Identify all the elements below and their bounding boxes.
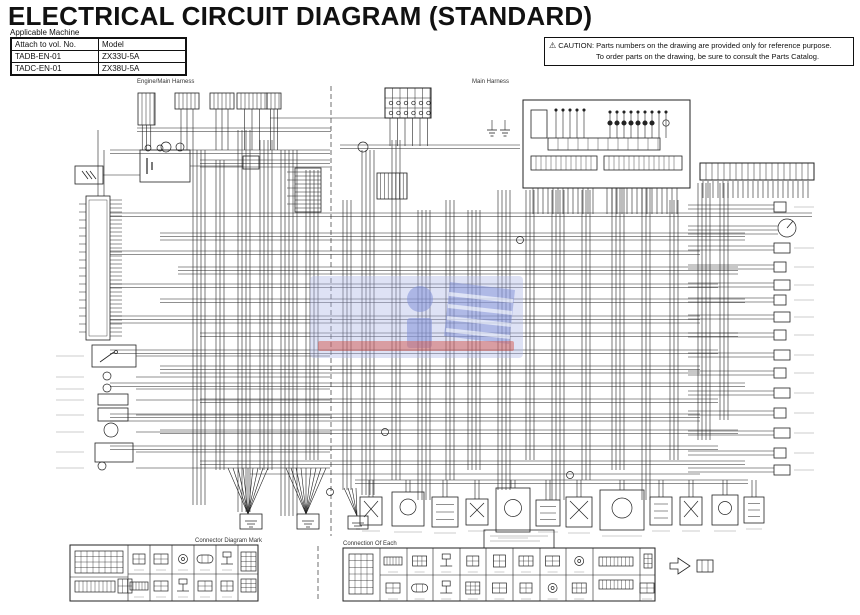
legend-header-left: Connector Diagram Mark <box>195 538 263 544</box>
caution-line-2: To order parts on the drawing, be sure t… <box>596 51 820 61</box>
table-cell: TADC-EN-01 <box>10 62 99 76</box>
table-cell: ZX33U-5A <box>98 50 187 63</box>
legend-header-right: Connection Of Each <box>343 541 397 547</box>
wire-mesh <box>97 109 812 517</box>
harness-label-right: Main Harness <box>472 79 510 85</box>
page-title: ELECTRICAL CIRCUIT DIAGRAM (STANDARD) <box>8 1 593 31</box>
harness-label-left: Engine/Main Harness <box>137 79 195 85</box>
col-header-vol: Attach to vol. No. <box>10 37 99 51</box>
table-cell: ZX38U-5A <box>98 62 187 76</box>
watermark-logo <box>310 276 523 358</box>
caution-box: ⚠ CAUTION: Parts numbers on the drawing … <box>544 37 854 66</box>
applicable-machine-table: Attach to vol. No. Model TADB-EN-01 ZX33… <box>10 37 187 76</box>
caution-line-1: ⚠ CAUTION: Parts numbers on the drawing … <box>549 40 849 52</box>
components <box>56 86 815 600</box>
table-cell: TADB-EN-01 <box>10 50 99 63</box>
connector-legend <box>69 544 656 602</box>
caution-text-1: CAUTION: Parts numbers on the drawing ar… <box>558 41 832 50</box>
warning-icon: ⚠ <box>549 41 557 50</box>
applicable-machine-label: Applicable Machine <box>10 28 80 37</box>
col-header-model: Model <box>98 37 187 51</box>
